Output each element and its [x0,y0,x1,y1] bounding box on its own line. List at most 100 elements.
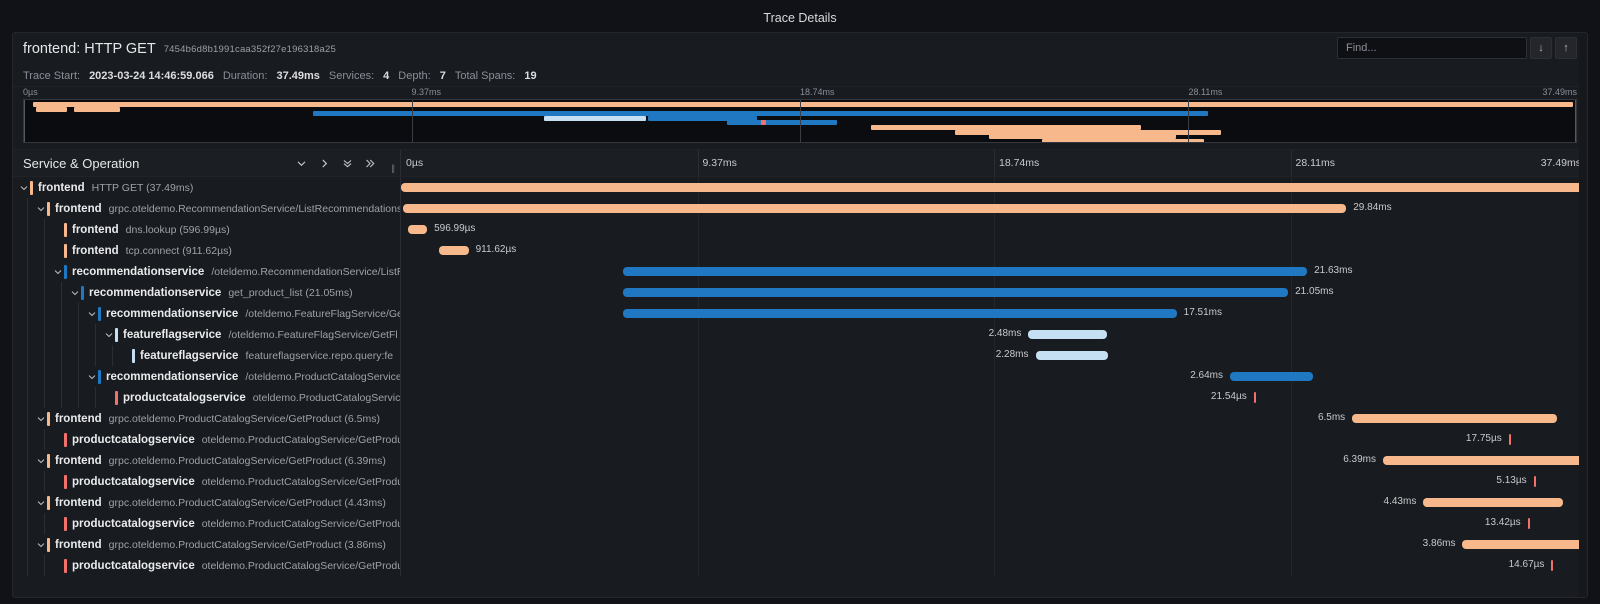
span-duration-bar[interactable] [1035,351,1108,360]
search-input[interactable] [1337,37,1527,59]
chevron-down-icon[interactable] [102,330,115,340]
chevron-down-icon[interactable] [34,204,47,214]
span-duration-bar[interactable] [1423,498,1564,507]
span-row-timeline[interactable]: 6.39ms [401,450,1587,471]
double-chevron-down-icon[interactable] [342,158,353,169]
find-prev-button[interactable]: ↑ [1555,37,1577,59]
chevron-down-icon[interactable] [17,183,30,193]
span-row-timeline[interactable]: 17.75µs [401,429,1587,450]
span-row-timeline[interactable]: 14.67µs [401,555,1587,576]
span-duration-bar[interactable] [1352,414,1558,423]
span-row-label[interactable]: recommendationservice/oteldemo.ProductCa… [13,366,401,387]
minimap-selection-start[interactable] [24,100,25,142]
span-row-timeline[interactable]: 6.5ms [401,408,1587,429]
span-row-label[interactable]: recommendationservice/oteldemo.Recommend… [13,261,401,282]
chevron-right-icon[interactable] [319,158,330,169]
span-duration-bar[interactable] [622,288,1289,297]
span-duration-bar[interactable] [622,267,1308,276]
span-duration-bar[interactable] [438,246,469,255]
span-row-timeline[interactable]: 17.51ms [401,303,1587,324]
span-duration-bar[interactable] [1527,518,1530,529]
span-duration-bar[interactable] [1462,540,1585,549]
span-duration-bar[interactable] [1533,476,1536,487]
span-duration-bar[interactable] [1508,434,1511,445]
vertical-scrollbar[interactable] [1579,33,1587,597]
span-row-timeline[interactable]: 5.13µs [401,471,1587,492]
span-row-timeline[interactable]: 2.28ms [401,345,1587,366]
column-resize-handle[interactable]: || [391,163,395,173]
chevron-down-icon[interactable] [51,267,64,277]
span-row-timeline[interactable] [401,177,1587,198]
span-duration-bar[interactable] [1551,560,1554,571]
span-row-timeline[interactable]: 596.99µs [401,219,1587,240]
span-duration-bar[interactable] [1383,456,1585,465]
span-row-timeline[interactable]: 21.54µs [401,387,1587,408]
span-row-timeline[interactable]: 21.63ms [401,261,1587,282]
span-duration-bar[interactable] [622,309,1177,318]
chevron-down-icon[interactable] [85,309,98,319]
span-duration-bar[interactable] [1230,372,1314,381]
chevron-down-icon[interactable] [68,288,81,298]
find-next-button[interactable]: ↓ [1530,37,1552,59]
span-row-timeline[interactable]: 4.43ms [401,492,1587,513]
span-row[interactable]: recommendationservice/oteldemo.Recommend… [13,261,1587,282]
span-row[interactable]: featureflagservice/oteldemo.FeatureFlagS… [13,324,1587,345]
chevron-down-icon[interactable] [85,372,98,382]
minimap-selection-end[interactable] [1575,100,1576,142]
chevron-down-icon[interactable] [34,540,47,550]
chevron-down-icon[interactable] [34,498,47,508]
span-duration-bar[interactable] [403,204,1347,213]
span-row-timeline[interactable]: 3.86ms [401,534,1587,555]
span-row[interactable]: recommendationservice/oteldemo.ProductCa… [13,366,1587,387]
span-row-timeline[interactable]: 29.84ms [401,198,1587,219]
chevron-down-icon[interactable] [34,456,47,466]
span-duration-bar[interactable] [401,183,1587,192]
chevron-down-icon[interactable] [296,158,307,169]
span-row-timeline[interactable]: 21.05ms [401,282,1587,303]
span-row[interactable]: recommendationservice/oteldemo.FeatureFl… [13,303,1587,324]
span-row-timeline[interactable]: 13.42µs [401,513,1587,534]
span-row-label[interactable]: featureflagservice/oteldemo.FeatureFlagS… [13,324,401,345]
span-duration-bar[interactable] [408,225,428,234]
span-row-timeline[interactable]: 2.48ms [401,324,1587,345]
span-duration-bar[interactable] [1253,392,1256,403]
span-row-timeline[interactable]: 2.64ms [401,366,1587,387]
span-duration-bar[interactable] [1028,330,1107,339]
double-chevron-right-icon[interactable] [365,158,376,169]
span-row-label[interactable]: recommendationservice/oteldemo.FeatureFl… [13,303,401,324]
minimap-canvas[interactable] [23,99,1577,143]
chevron-down-icon[interactable] [34,414,47,424]
